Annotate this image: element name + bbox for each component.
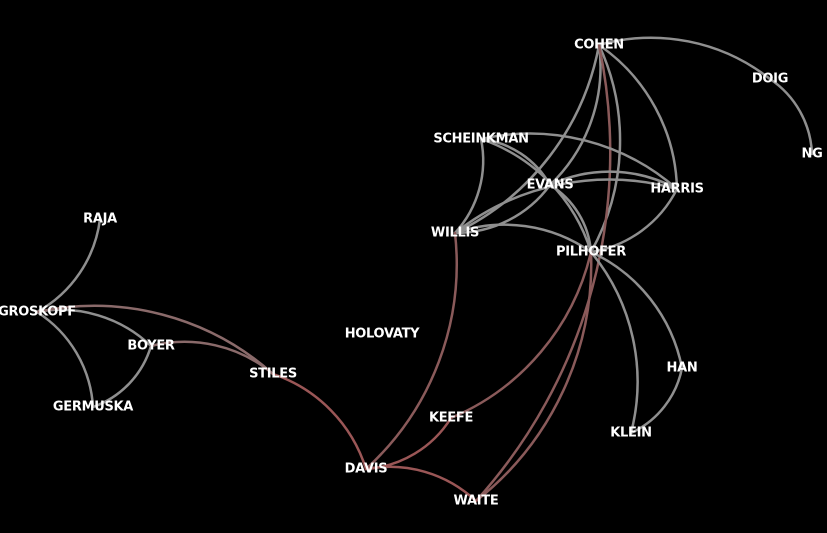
edge-raja-groskopf	[35, 217, 102, 314]
edge-cohen-willis	[453, 43, 601, 235]
node-raja[interactable]: RAJA	[83, 212, 117, 227]
edge-doig-ng	[768, 77, 814, 156]
edge-groskopf-stiles	[35, 304, 275, 376]
node-stiles[interactable]: STILES	[249, 367, 297, 382]
node-harris[interactable]: HARRIS	[650, 182, 704, 197]
edge-evans-pilhofer	[548, 183, 593, 254]
edge-cohen-pilhofer	[589, 43, 622, 254]
edge-pilhofer-keefe	[449, 250, 593, 420]
node-groskopf[interactable]: GROSKOPF	[0, 305, 76, 320]
edge-davis-waite	[364, 465, 478, 503]
node-holovaty[interactable]: HOLOVATY	[345, 327, 421, 342]
node-davis[interactable]: DAVIS	[345, 462, 388, 477]
node-boyer[interactable]: BOYER	[127, 339, 175, 354]
edge-pilhofer-waite	[474, 250, 593, 503]
edge-scheinkman-pilhofer	[479, 137, 593, 254]
edge-scheinkman-harris	[479, 132, 679, 191]
node-willis[interactable]: WILLIS	[431, 226, 479, 241]
edge-willis-harris	[453, 178, 679, 235]
edge-harris-pilhofer	[589, 187, 679, 254]
edge-willis-pilhofer	[453, 223, 593, 254]
edge-boyer-germuska	[91, 344, 153, 409]
nodes-layer: COHEN DOIG NG SCHEINKMAN EVANS HARRIS WILLIS PI…	[0, 38, 823, 509]
edge-cohen-doig	[597, 36, 772, 81]
edge-cohen-harris	[597, 43, 679, 191]
edge-boyer-stiles	[149, 340, 275, 376]
edge-groskopf-germuska	[35, 310, 95, 409]
node-scheinkman[interactable]: SCHEINKMAN	[433, 132, 529, 147]
edge-pilhofer-klein	[589, 250, 639, 435]
edge-evans-willis	[453, 183, 552, 235]
node-han[interactable]: HAN	[667, 361, 698, 376]
node-doig[interactable]: DOIG	[752, 72, 788, 87]
edge-cohen-waite	[474, 43, 612, 503]
node-pilhofer[interactable]: PILHOFER	[556, 245, 627, 260]
node-waite[interactable]: WAITE	[454, 494, 499, 509]
edges-layer	[35, 36, 814, 503]
node-evans[interactable]: EVANS	[527, 178, 574, 193]
edge-stiles-davis	[271, 372, 368, 471]
node-germuska[interactable]: GERMUSKA	[53, 400, 134, 415]
edge-evans-harris	[548, 170, 679, 191]
edge-pilhofer-han	[589, 250, 684, 370]
node-keefe[interactable]: KEEFE	[429, 411, 473, 426]
node-cohen[interactable]: COHEN	[574, 38, 624, 53]
edge-willis-davis	[364, 231, 458, 471]
edge-cohen-evans	[548, 43, 602, 187]
node-klein[interactable]: KLEIN	[610, 426, 652, 441]
edge-han-klein	[629, 366, 684, 435]
node-ng[interactable]: NG	[802, 147, 823, 162]
edge-scheinkman-willis	[453, 137, 485, 235]
